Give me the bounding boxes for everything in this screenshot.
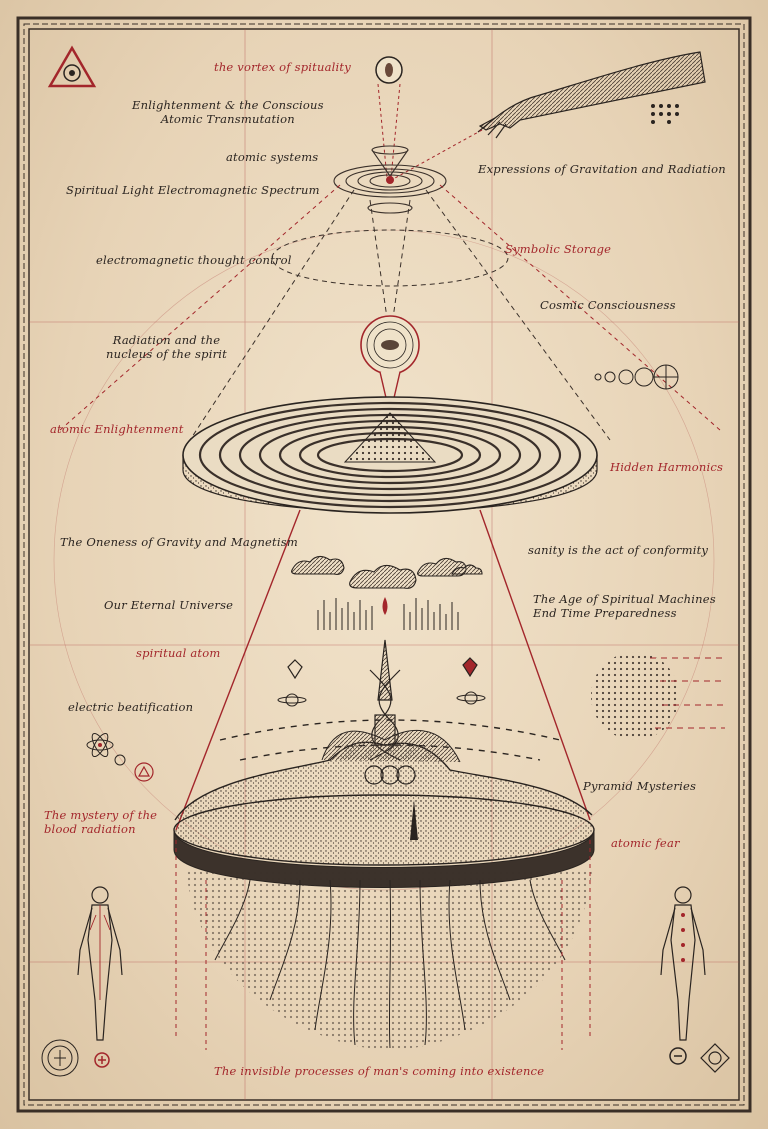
circular-seal-icon (41, 1039, 79, 1077)
label-atomic-systems: atomic systems (226, 150, 319, 164)
roots-hemisphere (186, 870, 592, 1050)
monogram-logo-icon (700, 1043, 730, 1073)
label-expressions: Expressions of Gravitation and Radiation (478, 162, 726, 176)
label-atomic-enlightenment: atomic Enlightenment (50, 422, 184, 436)
seed-circle-icon (375, 56, 403, 84)
label-oneness: The Oneness of Gravity and Magnetism (60, 535, 298, 549)
crystal-icons (287, 657, 478, 680)
thought-ellipse (271, 229, 509, 287)
ringed-planet-icon (277, 691, 486, 707)
label-beatification: electric beatification (68, 700, 194, 714)
minus-circle-icon (669, 1047, 687, 1065)
atom-icon (86, 732, 114, 758)
label-cosmic: Cosmic Consciousness (540, 298, 676, 312)
label-pyramid: Pyramid Mysteries (583, 779, 697, 793)
hand-ray (394, 129, 483, 179)
growing-spheres (594, 364, 679, 390)
red-verticals (175, 840, 591, 1050)
clouds (291, 555, 483, 589)
label-symbolic-storage: Symbolic Storage (505, 242, 612, 256)
triad-icon (134, 762, 154, 782)
red-upper-cone (59, 184, 721, 431)
mountain-island (173, 729, 595, 888)
label-spiritual-atom: spiritual atom (136, 646, 221, 660)
plus-circle-icon (94, 1052, 110, 1068)
vortex-rings (333, 145, 447, 214)
page-border (16, 16, 752, 1113)
stippled-sphere (591, 652, 725, 740)
dot-glyph (651, 104, 679, 124)
label-hidden-harmonics: Hidden Harmonics (610, 460, 724, 474)
label-blood: The mystery of the blood radiation (44, 808, 158, 836)
flame-icon (382, 597, 388, 615)
label-eternal: Our Eternal Universe (104, 598, 234, 612)
small-atom-icon (114, 754, 126, 766)
ringed-disc (182, 396, 598, 514)
label-thought-control: electromagnetic thought control (96, 253, 292, 267)
label-radiation-nucleus: Radiation and the nucleus of the spirit (106, 333, 227, 361)
label-atomic-fear: atomic fear (611, 836, 680, 850)
human-figure-left (77, 886, 123, 1041)
label-spectrum: Spiritual Light Electromagnetic Spectrum (66, 183, 320, 197)
lower-cone (175, 509, 591, 831)
arc-dashes (219, 719, 561, 761)
label-sanity: sanity is the act of conformity (528, 543, 709, 557)
label-enlightenment: Enlightenment & the Conscious Atomic Tra… (132, 98, 324, 126)
upper-cone (189, 189, 611, 441)
human-figure-right (660, 886, 706, 1041)
label-machines: The Age of Spiritual Machines End Time P… (533, 592, 716, 620)
label-bottom: The invisible processes of man's coming … (214, 1064, 545, 1078)
eye-in-triangle-icon (47, 45, 97, 88)
radiance-lines (317, 598, 459, 630)
red-cone (377, 83, 401, 179)
label-vortex: the vortex of spituality (214, 60, 351, 74)
reaching-arm-icon (477, 51, 706, 139)
